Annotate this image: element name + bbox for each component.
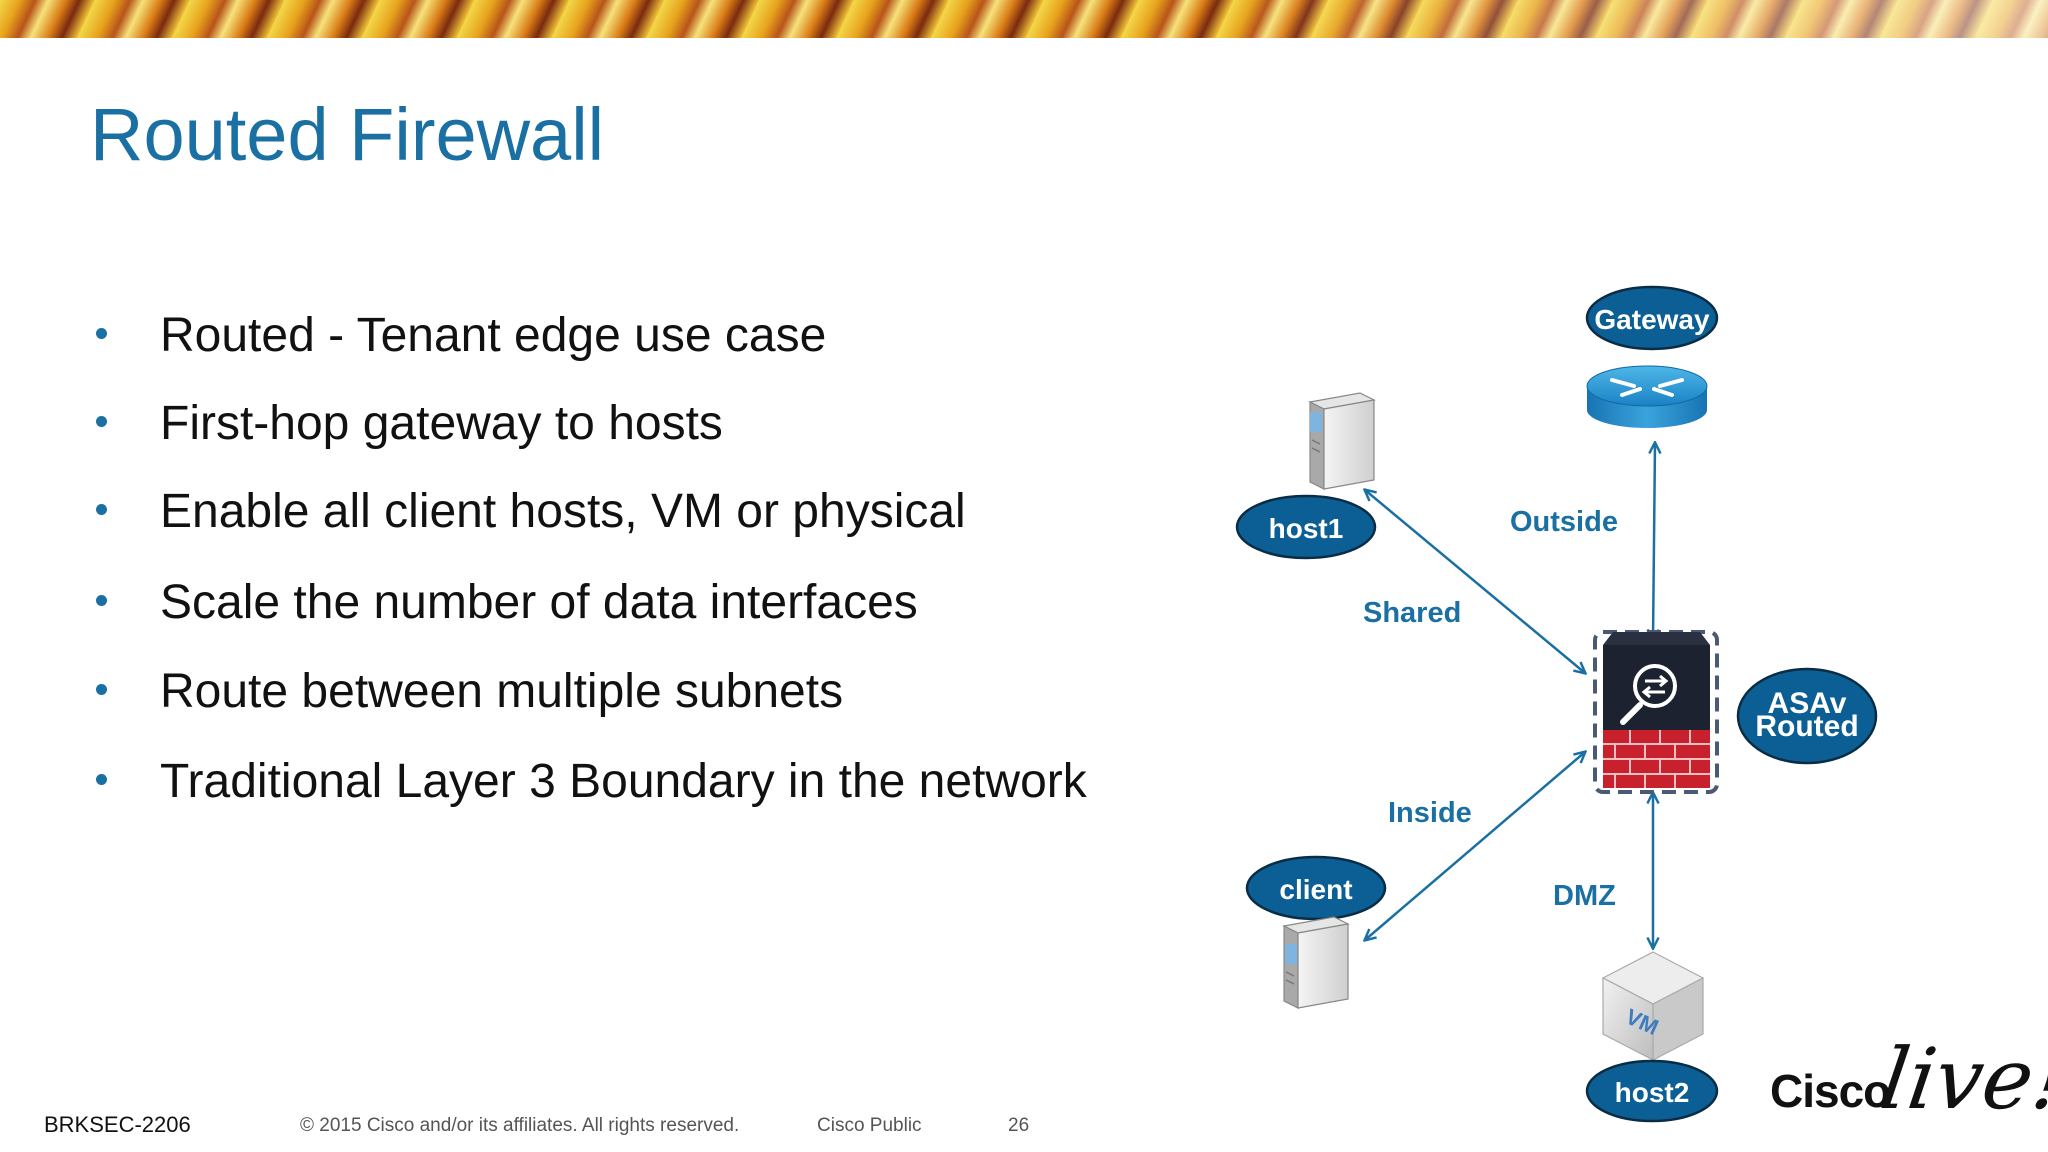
bullet-dot-icon [96,684,107,695]
bullet-dot-icon [96,774,107,785]
bullet-text: Scale the number of data interfaces [160,576,918,629]
node-label-client: client [1279,874,1352,905]
vm-icon: VM [1601,951,1705,1061]
node-host1: host1 [1235,494,1377,560]
link-label-dmz: DMZ [1553,880,1616,912]
bullet-text: Route between multiple subnets [160,665,844,718]
cisco-live-logo: Cisco live! [1766,1030,2048,1128]
bullet-text: Routed - Tenant edge use case [160,309,827,362]
bullet-dot-icon [96,595,107,606]
slide-title: Routed Firewall [90,93,605,176]
router-icon [1586,365,1708,428]
link-inside [1365,752,1585,940]
link-label-shared: Shared [1363,597,1461,629]
bullet-text: Enable all client hosts, VM or physical [160,485,966,538]
link-shared [1365,490,1585,673]
session-code: BRKSEC-2206 [44,1112,191,1137]
node-label-host2: host2 [1615,1077,1690,1108]
node-label-gateway: Gateway [1594,304,1710,335]
logo-brand: Cisco [1770,1065,1891,1117]
node-label-routed: Routed [1755,710,1858,743]
logo-event: live! [1875,1030,2048,1128]
server-icon [1282,916,1350,1009]
bullet-dot-icon [96,328,107,339]
link-outside [1653,443,1655,640]
bullet-dot-icon [96,504,107,515]
page-number: 26 [1008,1115,1030,1136]
header-banner [0,0,2048,38]
bullet-text: Traditional Layer 3 Boundary in the netw… [160,755,1087,808]
firewall-icon [1593,630,1719,794]
server-icon [1308,392,1376,490]
node-label-asav: ASAv [1768,687,1847,720]
copyright-notice: © 2015 Cisco and/or its affiliates. All … [300,1115,740,1136]
node-asav-routed: ASAv Routed [1736,667,1878,765]
node-gateway: Gateway [1585,285,1719,351]
node-label-host1: host1 [1269,513,1344,544]
bullet-text: First-hop gateway to hosts [160,397,723,450]
node-host2: host2 [1585,1059,1719,1123]
node-client: client [1245,855,1387,921]
classification-label: Cisco Public [817,1115,922,1136]
link-label-inside: Inside [1388,797,1472,829]
bullet-dot-icon [96,416,107,427]
link-label-outside: Outside [1510,506,1618,538]
